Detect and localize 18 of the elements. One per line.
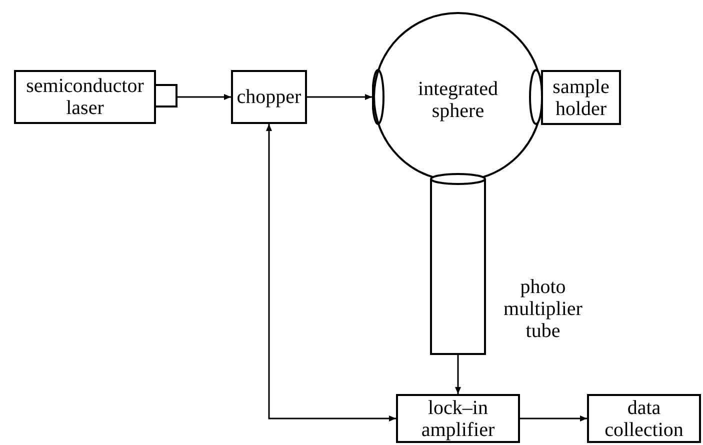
process-box	[396, 394, 520, 443]
process-box	[14, 70, 156, 124]
node-label: chopper	[236, 86, 302, 108]
node-label: semiconductor laser	[25, 75, 145, 119]
process-box	[587, 394, 701, 443]
arrow	[177, 94, 231, 100]
node-label: lock–in amplifier	[420, 396, 496, 440]
arrow	[266, 124, 396, 422]
node-label: integrated sphere	[417, 78, 499, 122]
arrow	[307, 94, 372, 100]
node-label: sample holder	[552, 76, 610, 120]
photomultiplier-tube	[430, 173, 486, 355]
node-label: data collection	[604, 396, 684, 440]
arrow	[455, 355, 461, 394]
arrow	[520, 416, 587, 422]
process-box	[231, 70, 307, 124]
component-label: photo multiplier tube	[502, 276, 584, 342]
process-box	[541, 70, 621, 125]
